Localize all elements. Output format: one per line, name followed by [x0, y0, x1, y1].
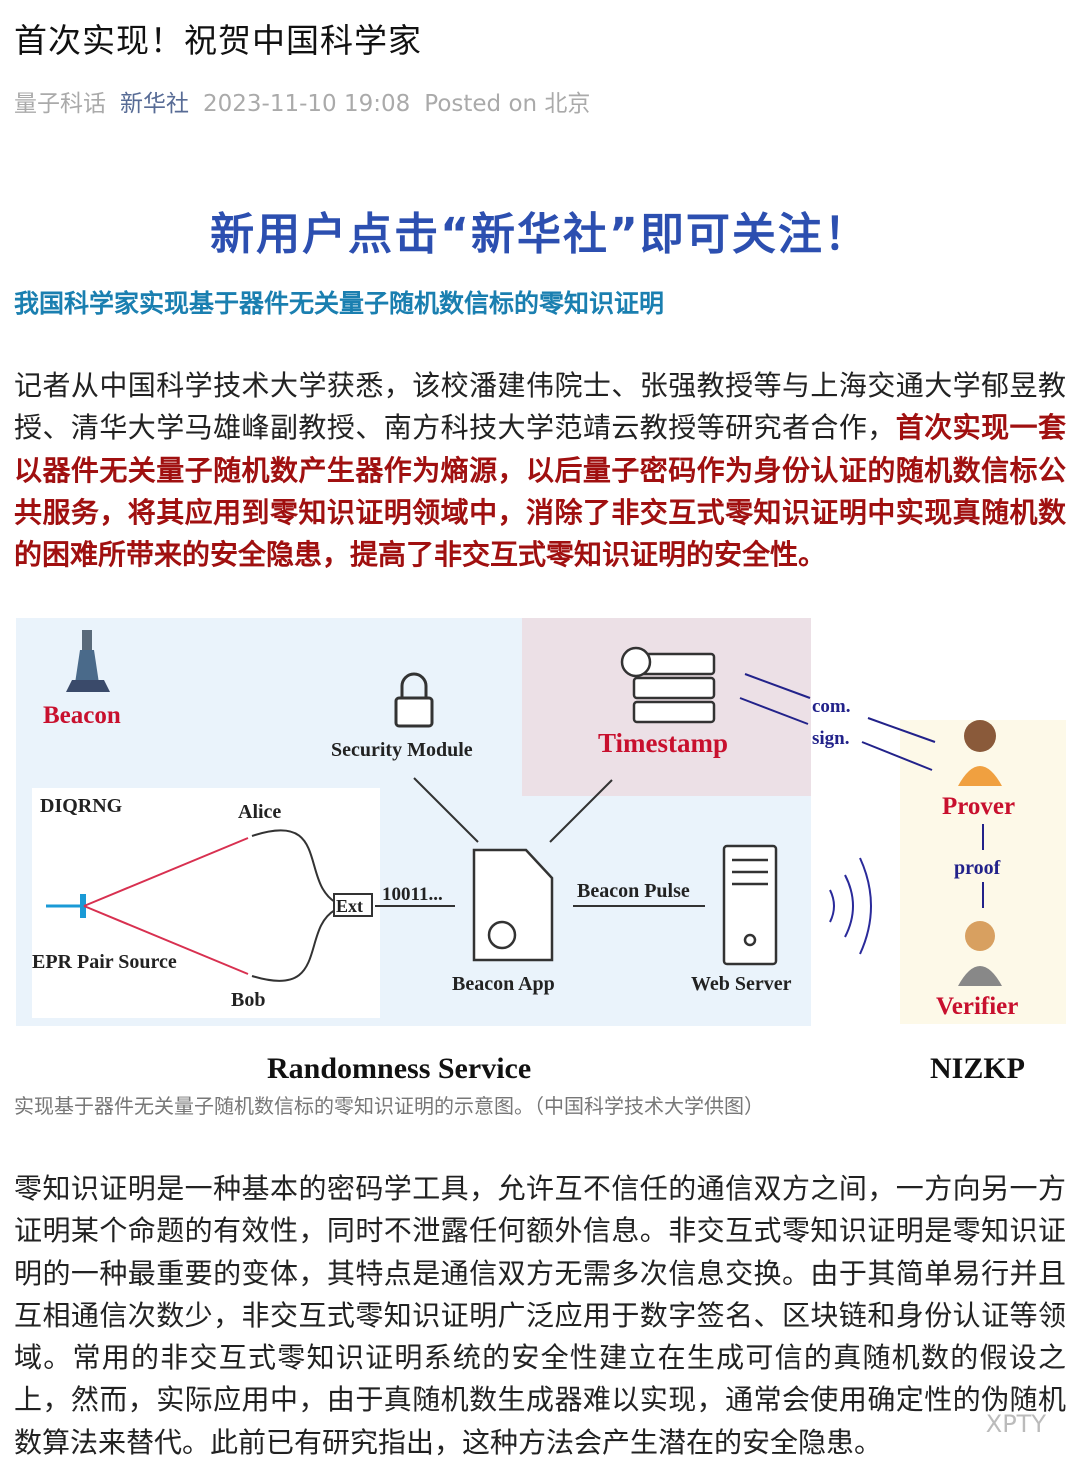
timestamp-server-icon: [620, 646, 716, 724]
publish-datetime: 2023-11-10 19:08: [203, 91, 411, 117]
input-arrows: [375, 777, 705, 907]
account-link[interactable]: 新华社: [120, 91, 189, 117]
nizkp-title: NIZKP: [930, 1052, 1025, 1080]
paragraph-2: 零知识证明是一种基本的密码学工具，允许互不信任的通信双方之间，一方向另一方证明某…: [14, 1172, 1066, 1459]
wireless-waves-icon: [829, 857, 872, 955]
beacon-label: Beacon: [43, 702, 121, 729]
web-server-icon: [722, 844, 778, 966]
follow-banner[interactable]: 新用户点击“新华社”即可关注！: [210, 209, 870, 260]
diqrng-label: DIQRNG: [40, 795, 123, 817]
alice-label: Alice: [238, 801, 281, 823]
ext-box: [333, 893, 373, 917]
article-title: 首次实现！祝贺中国科学家: [14, 21, 422, 60]
com-sign-arrows: [739, 673, 936, 771]
lock-icon: [394, 672, 434, 728]
bits-label: 10011...: [382, 884, 443, 905]
beacon-pulse-label: Beacon Pulse: [577, 880, 690, 902]
paragraph-1: 记者从中国科学技术大学获悉，该校潘建伟院士、张强教授等与上海交通大学郁昱教授、清…: [14, 365, 1066, 576]
verifier-label: Verifier: [936, 993, 1018, 1020]
randomness-service-title: Randomness Service: [267, 1052, 531, 1080]
beacon-app-document-icon: [472, 848, 554, 962]
ext-label: Ext: [336, 896, 363, 916]
article-meta: 量子科话新华社 2023-11-10 19:08 Posted on 北京: [14, 84, 604, 118]
com-label: com.: [812, 696, 851, 717]
security-module-label: Security Module: [331, 739, 473, 761]
bob-label: Bob: [231, 989, 265, 1011]
column-label: 量子科话: [14, 91, 106, 117]
subheading: 我国科学家实现基于器件无关量子随机数信标的零知识证明: [14, 289, 665, 318]
prover-label: Prover: [942, 793, 1015, 820]
beacon-diagram: Beacon Security Module Timestamp com. si…: [16, 618, 1066, 1080]
lighthouse-icon: [66, 630, 110, 692]
epr-source-label: EPR Pair Source: [32, 951, 177, 973]
publish-location: Posted on 北京: [424, 91, 591, 117]
prover-avatar-icon: [958, 720, 1002, 786]
beacon-app-label: Beacon App: [452, 973, 555, 995]
watermark: XPTY: [985, 1410, 1046, 1438]
figure-caption: 实现基于器件无关量子随机数信标的零知识证明的示意图。（中国科学技术大学供图）: [14, 1094, 764, 1118]
epr-lines: [46, 829, 336, 982]
paragraph-1-text: 记者从中国科学技术大学获悉，该校潘建伟院士、张强教授等与上海交通大学郁昱教授、清…: [14, 369, 1066, 445]
sign-label: sign.: [812, 728, 850, 749]
verifier-avatar-icon: [958, 921, 1002, 986]
timestamp-label: Timestamp: [598, 728, 728, 758]
web-server-label: Web Server: [691, 973, 792, 995]
paragraph-1-highlight: 首次实现一套以器件无关量子随机数产生器作为熵源，以后量子密码作为身份认证的随机数…: [14, 411, 1066, 572]
proof-label: proof: [954, 857, 1001, 879]
